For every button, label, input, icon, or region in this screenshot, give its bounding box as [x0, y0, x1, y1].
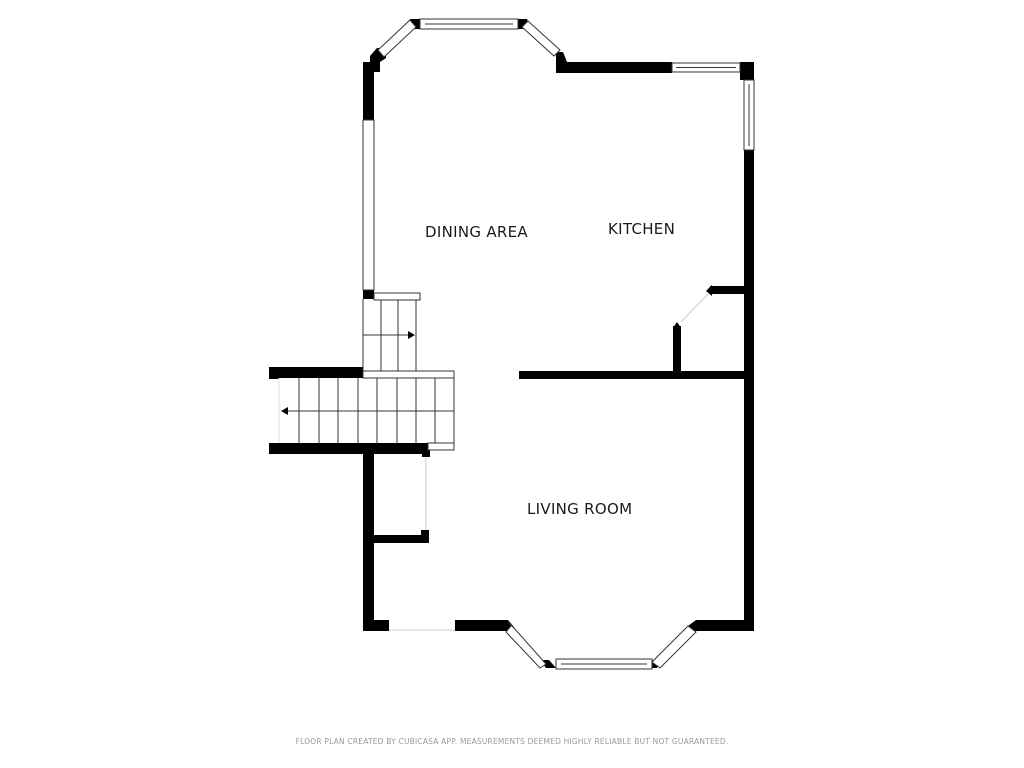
walls: [269, 19, 754, 668]
room-label-kitchen: KITCHEN: [608, 220, 676, 238]
footer-disclaimer: FLOOR PLAN CREATED BY CUBICASA APP. MEAS…: [295, 737, 729, 746]
windows: [362, 18, 755, 670]
stairs-up-short: [362, 292, 421, 372]
openings: [389, 293, 709, 631]
room-label-dining-area: DINING AREA: [425, 223, 528, 241]
room-label-living-room: LIVING ROOM: [527, 500, 633, 518]
stairs-main: [278, 370, 455, 451]
